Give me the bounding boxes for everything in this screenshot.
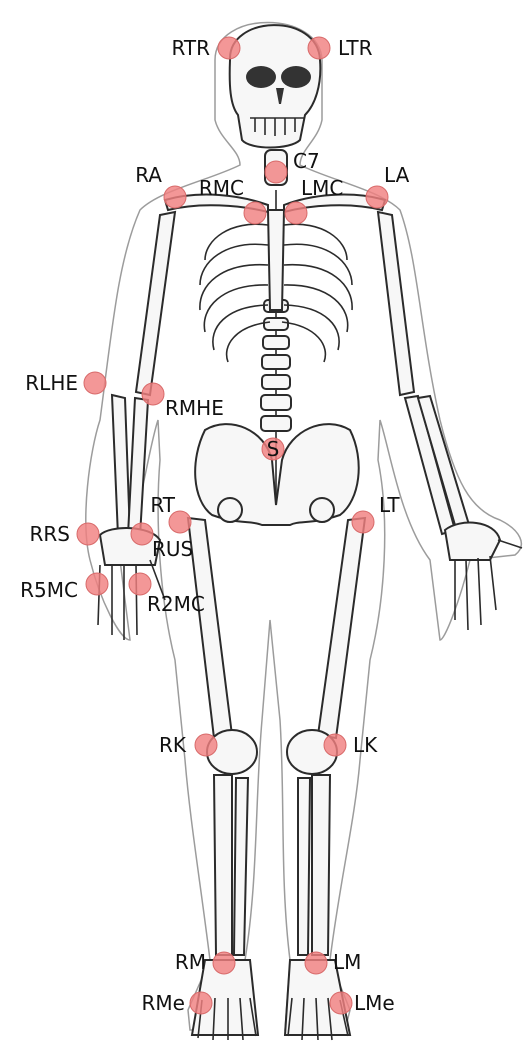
landmark-LM[interactable]: LM	[305, 950, 361, 974]
label-LMe: LMe	[354, 991, 395, 1015]
landmark-RK[interactable]: RK	[159, 733, 217, 757]
left-arm	[378, 212, 522, 630]
label-LT: LT	[379, 493, 400, 517]
landmark-RTR[interactable]: RTR	[171, 36, 240, 60]
landmark-RMHE[interactable]: RMHE	[142, 383, 224, 420]
label-LA: LA	[384, 163, 410, 187]
label-RMC: RMC	[199, 176, 244, 200]
landmark-R5MC[interactable]: R5MC	[20, 573, 108, 602]
label-C7: C7	[293, 149, 320, 173]
landmark-RA[interactable]: RA	[135, 163, 186, 208]
landmark-RMe[interactable]: RMe	[142, 991, 212, 1015]
landmark-RRS[interactable]: RRS	[30, 522, 100, 546]
landmark-LTR[interactable]: LTR	[308, 36, 373, 60]
label-RM: RM	[175, 950, 206, 974]
label-S: S	[267, 437, 280, 461]
landmark-RLHE[interactable]: RLHE	[25, 371, 106, 395]
label-RUS: RUS	[152, 537, 193, 561]
label-LK: LK	[353, 733, 378, 757]
label-RK: RK	[159, 733, 187, 757]
label-RA: RA	[135, 163, 162, 187]
landmark-RM[interactable]: RM	[175, 950, 235, 974]
landmark-LT[interactable]: LT	[352, 493, 400, 533]
feet	[192, 960, 350, 1040]
label-RT: RT	[150, 493, 175, 517]
landmark-S[interactable]: S	[262, 437, 284, 461]
label-RMe: RMe	[142, 991, 185, 1015]
label-LTR: LTR	[338, 36, 373, 60]
label-LM: LM	[333, 950, 361, 974]
label-RTR: RTR	[171, 36, 210, 60]
landmark-LK[interactable]: LK	[324, 733, 378, 757]
landmark-RT[interactable]: RT	[150, 493, 191, 533]
label-RMHE: RMHE	[165, 396, 224, 420]
skull	[230, 25, 321, 147]
label-RLHE: RLHE	[25, 371, 78, 395]
label-LMC: LMC	[301, 176, 343, 200]
label-R5MC: R5MC	[20, 578, 78, 602]
label-RRS: RRS	[30, 522, 71, 546]
landmark-LMe[interactable]: LMe	[330, 991, 395, 1015]
label-R2MC: R2MC	[147, 592, 205, 616]
landmark-R2MC[interactable]: R2MC	[129, 573, 205, 616]
